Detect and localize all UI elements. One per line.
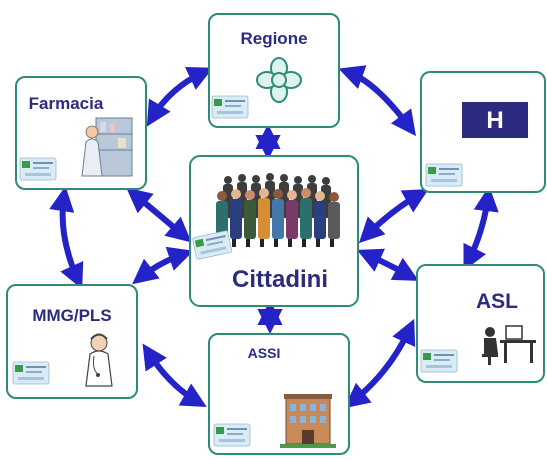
doctor-icon — [85, 333, 113, 387]
node-ospedale: H — [420, 71, 546, 193]
region-emblem-icon — [256, 57, 302, 103]
health-card-icon — [19, 157, 57, 181]
node-asl: ASL — [416, 264, 545, 383]
arrow-farmacia-mmg — [49, 186, 84, 290]
arrow-regione-ospedale — [338, 65, 416, 137]
building-icon — [280, 394, 336, 448]
node-regione-label: Regione — [240, 29, 307, 48]
health-card-icon — [213, 423, 251, 447]
node-cittadini: Cittadini — [189, 155, 359, 307]
arrow-ospedale-cittadini — [358, 188, 429, 244]
arrow-asl-cittadini — [356, 248, 419, 281]
node-asl-label: ASL — [476, 290, 518, 313]
node-mmg-pls: MMG/PLS — [6, 284, 138, 399]
health-card-icon — [211, 95, 249, 119]
node-assi-label: ASSI — [248, 345, 281, 361]
node-cittadini-label: Cittadini — [232, 266, 328, 293]
node-farmacia-label: Farmacia — [29, 94, 104, 113]
arrow-assi-asl — [344, 318, 416, 409]
arrow-farmacia-regione — [146, 67, 214, 127]
health-card-icon — [12, 361, 50, 385]
office-worker-icon — [482, 325, 536, 365]
connection-arrows — [49, 65, 499, 409]
node-ospedale-label: H — [486, 107, 503, 134]
pharmacist-icon — [81, 117, 133, 177]
node-farmacia: Farmacia — [15, 76, 147, 190]
citizens-crowd-icon — [216, 173, 340, 247]
arrow-farmacia-cittadini — [126, 187, 192, 243]
hospital-sign-icon — [462, 102, 528, 138]
node-regione: Regione — [208, 13, 340, 128]
arrow-mmg-cittadini — [132, 246, 194, 285]
arrow-mmg-assi — [142, 343, 207, 408]
health-card-icon — [425, 163, 463, 187]
health-card-icon — [420, 349, 458, 373]
node-mmg-pls-label: MMG/PLS — [32, 306, 111, 325]
node-assi: ASSI — [208, 333, 350, 455]
arrow-ospedale-asl — [463, 185, 499, 272]
